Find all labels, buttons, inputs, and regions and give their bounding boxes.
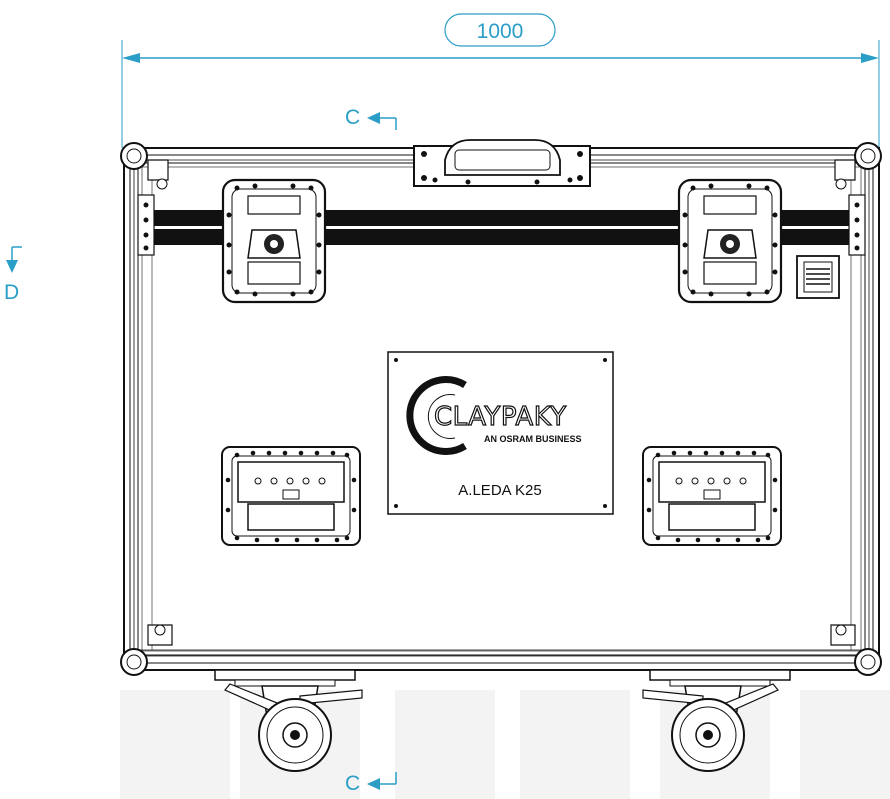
arrow-down-icon	[6, 246, 22, 273]
caster-wheel-left	[214, 669, 363, 772]
brand-logo-mark	[406, 376, 467, 455]
butterfly-latch-right	[677, 178, 783, 304]
caster-wheel-right	[642, 669, 791, 772]
recessed-handle-left	[221, 446, 361, 546]
section-marker-side: D	[4, 246, 22, 304]
section-marker-bottom: C	[345, 772, 397, 795]
brand-tagline: AN OSRAM BUSINESS	[484, 434, 582, 444]
side-hinge-right	[848, 194, 866, 256]
section-marker-top: C	[345, 106, 397, 130]
recessed-handle-right	[642, 446, 782, 546]
arrow-left-icon	[367, 112, 397, 130]
id-tag	[796, 255, 840, 299]
background-watermark	[120, 690, 890, 799]
dimension-label-box	[444, 13, 556, 47]
corner-ball-top-left	[120, 142, 169, 190]
arrow-left-icon	[367, 772, 397, 790]
width-dimension-label: 1000	[477, 20, 524, 43]
brand-name: CLAYPAKY	[434, 402, 567, 432]
width-dimension: 1000	[121, 13, 880, 148]
section-marker-bottom-label: C	[345, 772, 360, 795]
side-hinge-left	[137, 194, 155, 256]
nameplate: CLAYPAKY AN OSRAM BUSINESS A.LEDA K25	[387, 351, 614, 515]
corner-ball-top-right	[834, 142, 882, 190]
butterfly-latch-left	[221, 178, 327, 304]
corner-ball-bottom-left	[120, 624, 173, 676]
model-name: A.LEDA K25	[458, 482, 541, 499]
top-handle	[413, 139, 591, 187]
section-marker-top-label: C	[345, 106, 360, 129]
corner-ball-bottom-right	[830, 624, 882, 676]
section-marker-side-label: D	[4, 281, 19, 304]
